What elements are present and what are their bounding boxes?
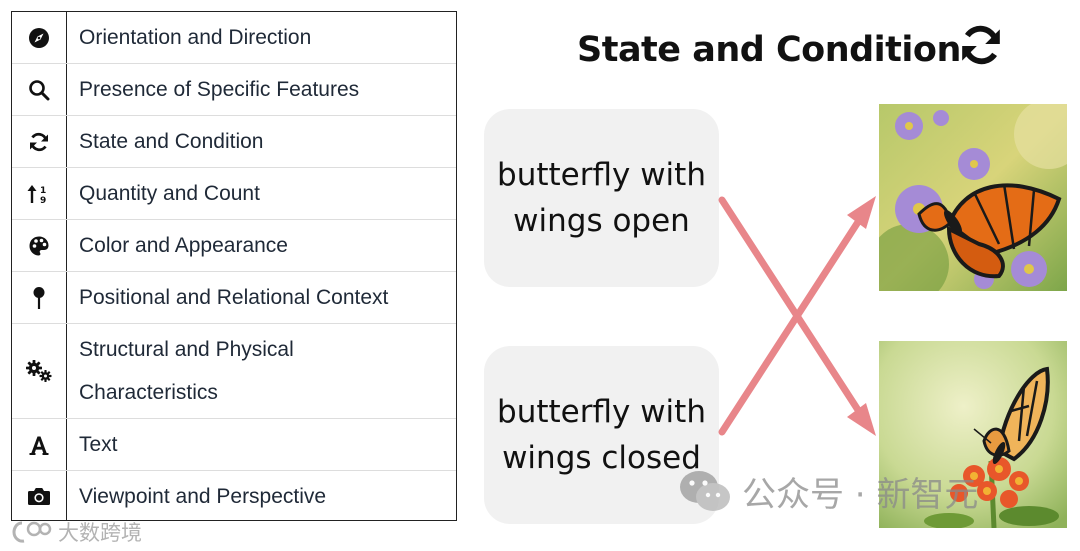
category-label: Orientation and Direction	[79, 26, 312, 49]
watermark-text: 大数跨境	[58, 521, 142, 545]
category-label: Viewpoint and Perspective	[79, 484, 327, 508]
category-row-structural: Structural and Physical Characteristics	[12, 324, 456, 419]
category-row-orientation: Orientation and Direction	[12, 12, 456, 64]
category-row-state: State and Condition	[12, 116, 456, 168]
category-label: Positional and Relational Context	[79, 286, 389, 309]
category-row-viewpoint: Viewpoint and Perspective	[12, 471, 456, 521]
svg-text:1: 1	[40, 186, 46, 196]
caption-text: butterfly with wings open	[497, 157, 706, 239]
wechat-icon	[680, 471, 730, 511]
diagram-title: State and Condition	[577, 30, 961, 70]
bottom-watermark: 大数跨境	[12, 516, 142, 548]
category-table: Orientation and Direction Presence of Sp…	[11, 11, 457, 521]
watermark-text: 公众号 · 新智元	[742, 474, 979, 515]
arrowhead-open-to-closed	[847, 403, 876, 436]
category-row-positional: Positional and Relational Context	[12, 272, 456, 324]
category-label: Structural and Physical Characteristics	[79, 338, 294, 404]
watermark-logo-icon	[12, 521, 52, 543]
map-pin-icon	[12, 272, 66, 323]
caption-box-wings-closed: butterfly with wings closed	[484, 346, 719, 524]
palette-icon	[12, 220, 66, 271]
category-row-quantity: 1 9 Quantity and Count	[12, 168, 456, 220]
arrow-open-to-closed	[718, 196, 862, 414]
compass-icon	[12, 12, 66, 63]
category-row-text: Text	[12, 419, 456, 471]
category-label: Color and Appearance	[79, 234, 288, 257]
sync-icon	[958, 22, 1004, 73]
monarch-butterfly-wings-open-photo	[879, 104, 1067, 291]
arrowhead-closed-to-open	[847, 196, 876, 229]
category-label: State and Condition	[79, 130, 264, 153]
search-icon	[12, 64, 66, 115]
sort-numeric-icon: 1 9	[12, 168, 66, 219]
svg-text:9: 9	[40, 196, 46, 205]
category-label: Text	[79, 433, 118, 456]
caption-text: butterfly with wings closed	[497, 394, 706, 476]
category-label: Quantity and Count	[79, 182, 260, 205]
caption-box-wings-open: butterfly with wings open	[484, 109, 719, 287]
arrow-closed-to-open	[718, 218, 862, 436]
wechat-watermark: 公众号 · 新智元	[678, 466, 978, 516]
gears-icon	[12, 324, 66, 418]
camera-icon	[12, 471, 66, 521]
monarch-butterfly-wings-closed-photo	[879, 341, 1067, 528]
sync-icon	[12, 116, 66, 167]
category-row-presence: Presence of Specific Features	[12, 64, 456, 116]
table-column-divider	[66, 12, 67, 520]
category-row-color: Color and Appearance	[12, 220, 456, 272]
font-icon	[12, 419, 66, 470]
category-label: Presence of Specific Features	[79, 78, 360, 101]
